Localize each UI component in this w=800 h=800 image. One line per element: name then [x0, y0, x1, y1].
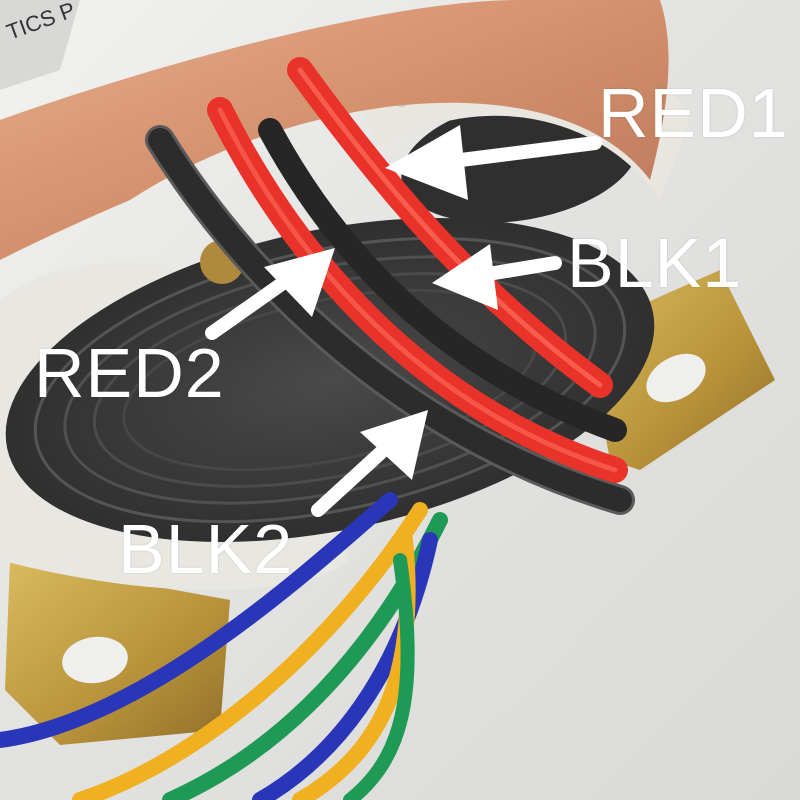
wire-green-2 [343, 553, 415, 800]
wire-black-1 [258, 118, 627, 442]
label-blk1: BLK1 [567, 224, 743, 302]
wire-black-2-core [148, 128, 632, 512]
callout-arrows [205, 125, 602, 517]
wire-yellow-1 [72, 502, 428, 800]
arrow-icon [205, 248, 335, 340]
arrow-icon [311, 410, 428, 517]
copper-tape [0, 0, 669, 260]
wire-blue-2 [252, 532, 438, 800]
arrow-icon [432, 244, 562, 310]
arrow-icon [385, 125, 602, 200]
label-blk2: BLK2 [118, 510, 294, 588]
wire-bundle [145, 57, 635, 515]
wire-blue-1 [0, 492, 398, 748]
label-sticker: TICS P [0, 0, 80, 90]
lead-wires [0, 492, 448, 800]
bracket-left [5, 560, 230, 745]
label-red2: RED2 [34, 334, 225, 412]
label-red1: RED1 [598, 74, 789, 152]
